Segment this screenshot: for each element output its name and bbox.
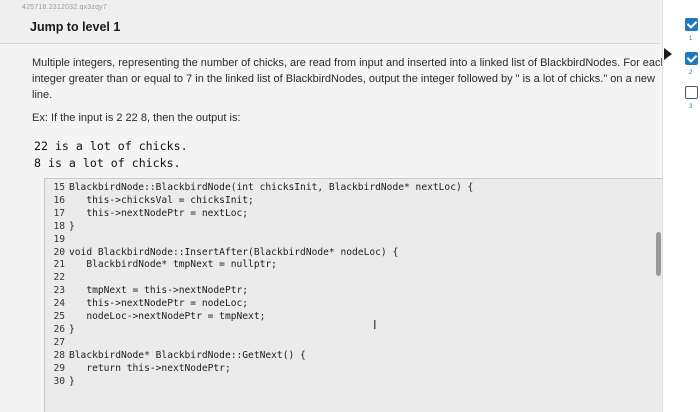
line-number: 22 <box>53 272 65 284</box>
line-number: 26 <box>53 323 65 335</box>
check-icon[interactable] <box>685 18 698 31</box>
arrow-right-icon <box>664 48 672 60</box>
code-line[interactable]: 17 this->nextNodePtr = nextLoc; <box>45 208 248 220</box>
code-text[interactable]: void BlackbirdNode::InsertAfter(Blackbir… <box>69 246 399 258</box>
code-text[interactable]: } <box>69 220 75 232</box>
expected-output: 22 is a lot of chicks. 8 is a lot of chic… <box>34 138 188 172</box>
level-title: Jump to level 1 <box>30 20 121 34</box>
check-icon[interactable] <box>685 52 698 65</box>
step-number: 1 <box>689 36 693 42</box>
code-line[interactable]: 29 return this->nextNodePtr; <box>45 362 231 375</box>
code-scrollbar[interactable] <box>656 232 661 276</box>
code-line[interactable]: 26} <box>45 323 75 336</box>
code-text[interactable]: BlackbirdNode* BlackbirdNode::GetNext() … <box>69 349 306 361</box>
code-line[interactable]: 23 tmpNext = this->nextNodePtr; <box>45 285 248 297</box>
level-progress: 1 2 3 <box>662 0 700 412</box>
code-text[interactable]: BlackbirdNode* tmpNext = nullptr; <box>69 259 277 271</box>
text-cursor-icon: I <box>373 318 377 332</box>
line-number: 27 <box>53 336 65 348</box>
code-line[interactable]: 30} <box>45 375 75 388</box>
activity-id: 425718.2312032.qx3zqy7 <box>22 4 107 11</box>
code-text[interactable]: this->nextNodePtr = nodeLoc; <box>69 298 249 310</box>
line-number: 20 <box>53 246 65 258</box>
example-text: Ex: If the input is 2 22 8, then the out… <box>32 112 241 124</box>
code-line[interactable]: 15 BlackbirdNode::BlackbirdNode(int chick… <box>45 182 473 194</box>
line-number: 25 <box>53 311 65 322</box>
output-line: 8 is a lot of chicks. <box>34 156 181 170</box>
code-line[interactable]: 19 <box>45 234 69 246</box>
step-number: 2 <box>689 70 693 76</box>
challenge-content: Multiple integers, representing the numb… <box>0 44 667 412</box>
code-line[interactable]: 24 this->nextNodePtr = nodeLoc; <box>45 298 248 310</box>
code-line[interactable]: 22 <box>45 272 69 284</box>
line-number: 29 <box>53 362 65 374</box>
code-line[interactable]: 27 <box>45 337 69 349</box>
code-line[interactable]: 16 this->chicksVal = chicksInit; <box>45 194 254 207</box>
code-text[interactable]: } <box>69 375 75 387</box>
code-editor[interactable]: 15 BlackbirdNode::BlackbirdNode(int chick… <box>44 178 666 412</box>
line-number: 23 <box>53 285 65 297</box>
code-text[interactable]: } <box>69 323 75 335</box>
code-text[interactable]: this->nextNodePtr = nextLoc; <box>69 207 249 219</box>
line-number: 24 <box>53 298 65 310</box>
line-number: 28 <box>53 349 65 361</box>
code-line[interactable]: 28 BlackbirdNode* BlackbirdNode::GetNext(… <box>45 349 306 362</box>
code-text[interactable]: tmpNext = this->nextNodePtr; <box>69 285 249 297</box>
code-text[interactable]: nodeLoc->nextNodePtr = tmpNext; <box>69 311 266 322</box>
step-box-icon[interactable] <box>685 86 698 99</box>
prompt-text: Multiple integers, representing the numb… <box>32 57 667 101</box>
code-text[interactable]: return this->nextNodePtr; <box>69 362 231 374</box>
output-line: 22 is a lot of chicks. <box>34 139 188 153</box>
code-line[interactable]: 20 void BlackbirdNode::InsertAfter(Blackb… <box>45 247 398 259</box>
code-text[interactable]: BlackbirdNode::BlackbirdNode(int chicksI… <box>69 182 474 193</box>
line-number: 17 <box>53 207 65 219</box>
code-line[interactable]: 21 BlackbirdNode* tmpNext = nullptr; <box>45 259 277 271</box>
line-number: 16 <box>53 194 65 206</box>
line-number: 30 <box>53 375 65 387</box>
code-line[interactable]: 25 nodeLoc->nextNodePtr = tmpNext; <box>45 311 265 323</box>
code-line[interactable]: 18} <box>45 220 75 233</box>
level-header: 425718.2312032.qx3zqy7 Jump to level 1 <box>0 0 660 44</box>
code-text[interactable]: this->chicksVal = chicksInit; <box>69 194 254 206</box>
line-number: 21 <box>53 259 65 271</box>
step-number: 3 <box>689 104 693 110</box>
line-number: 19 <box>53 233 65 245</box>
line-number: 18 <box>53 220 65 232</box>
line-number: 15 <box>53 182 65 193</box>
